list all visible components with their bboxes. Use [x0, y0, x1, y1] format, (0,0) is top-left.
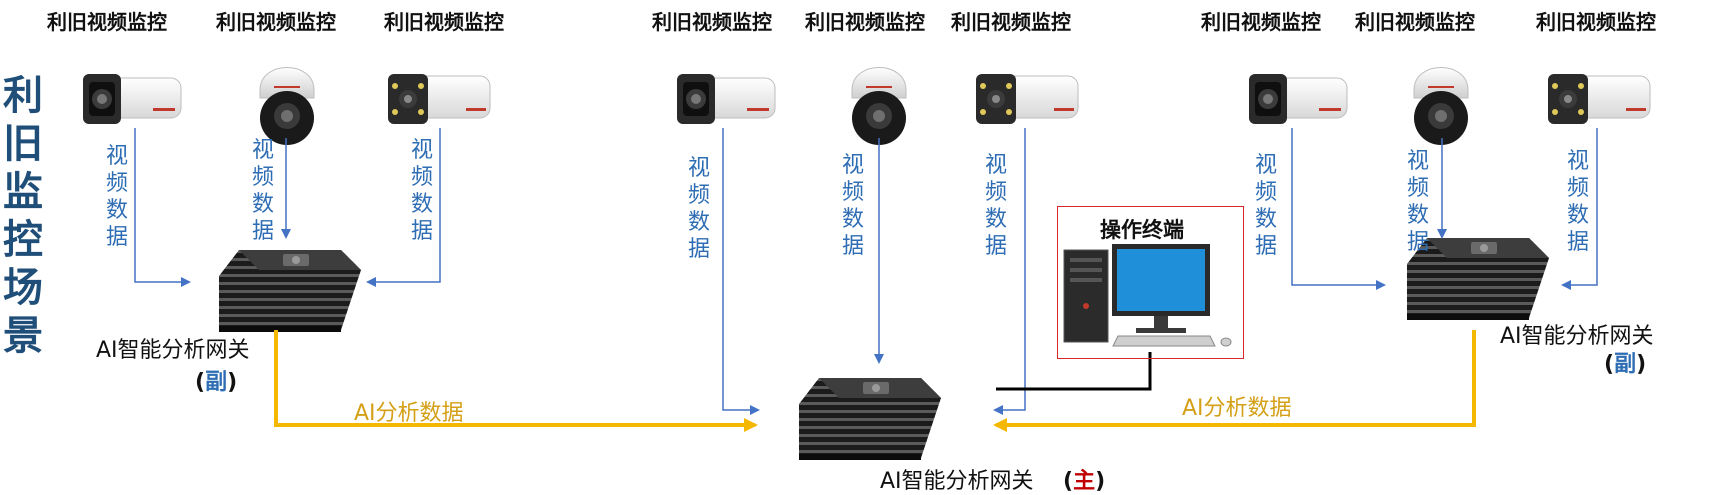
- video-data-label: 视频数据: [105, 144, 128, 250]
- camera-title-5: 利旧视频监控: [805, 10, 925, 34]
- terminal-link: [996, 352, 1152, 391]
- gateway-role-center: (主): [1063, 469, 1106, 494]
- video-data-label: 视频数据: [841, 153, 864, 259]
- video-data-label: 视频数据: [984, 153, 1007, 259]
- terminal-title: 操作终端: [1100, 218, 1184, 242]
- gateway-box-icon: [799, 378, 941, 460]
- ai-data-label-left: AI分析数据: [354, 401, 464, 426]
- ai-data-label-right: AI分析数据: [1182, 396, 1292, 421]
- video-data-label: 视频数据: [1566, 149, 1589, 255]
- video-data-label: 视频数据: [1254, 153, 1277, 259]
- gateway-role-left: (副): [195, 370, 238, 395]
- camera-title-2: 利旧视频监控: [216, 10, 336, 34]
- gateway-box-icon: [219, 250, 361, 332]
- camera-title-6: 利旧视频监控: [951, 10, 1071, 34]
- video-data-label: 视频数据: [410, 138, 433, 244]
- camera-title-8: 利旧视频监控: [1355, 10, 1475, 34]
- bullet-camera-icon: [1248, 73, 1348, 125]
- dome-camera-icon: [259, 67, 315, 146]
- camera-title-7: 利旧视频监控: [1201, 10, 1321, 34]
- camera-title-4: 利旧视频监控: [652, 10, 772, 34]
- gateway-role-right: (副): [1604, 352, 1647, 377]
- role-major: 主: [1073, 469, 1096, 494]
- bullet-camera-icon: [82, 73, 182, 125]
- role-minor: 副: [205, 370, 228, 395]
- bullet-camera-led-icon: [975, 73, 1079, 125]
- pc-icon: [1063, 244, 1232, 347]
- camera-title-3: 利旧视频监控: [384, 10, 504, 34]
- camera-title-9: 利旧视频监控: [1536, 10, 1656, 34]
- role-minor: 副: [1614, 352, 1637, 377]
- bullet-camera-icon: [676, 73, 776, 125]
- gateway-label-center: AI智能分析网关: [880, 469, 1034, 494]
- video-data-label: 视频数据: [251, 138, 274, 244]
- bullet-camera-led-icon: [387, 73, 491, 125]
- terminal-frame: [1057, 206, 1244, 359]
- gateway-label-right: AI智能分析网关: [1500, 324, 1654, 349]
- video-data-label: 视频数据: [687, 156, 710, 262]
- video-data-label: 视频数据: [1406, 149, 1429, 255]
- dome-camera-icon: [851, 67, 907, 146]
- gateway-label-left: AI智能分析网关: [96, 338, 250, 363]
- camera-title-1: 利旧视频监控: [47, 10, 167, 34]
- bullet-camera-led-icon: [1547, 73, 1651, 125]
- scene-title: 利旧监控场景: [3, 73, 43, 359]
- dome-camera-icon: [1413, 67, 1469, 146]
